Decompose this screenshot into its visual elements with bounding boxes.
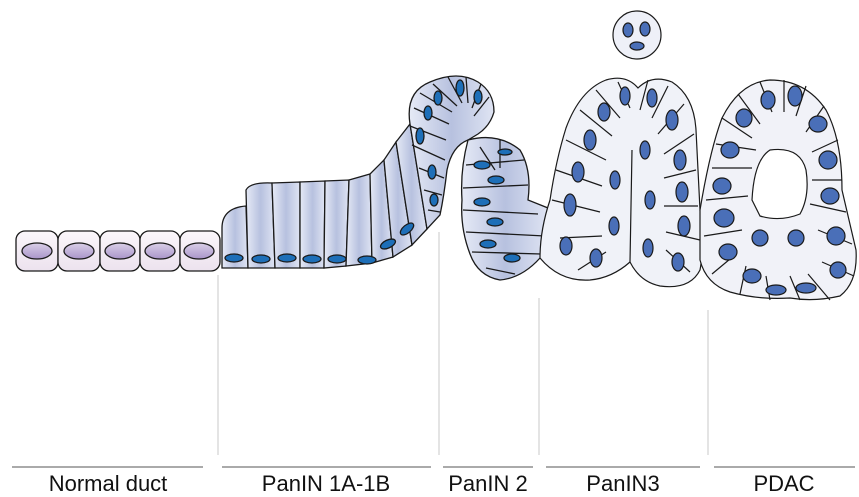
nucleus: [474, 161, 490, 169]
nucleus: [766, 285, 786, 295]
nucleus: [480, 240, 496, 248]
nucleus: [225, 254, 243, 262]
nucleus: [752, 230, 768, 246]
nucleus: [640, 22, 650, 36]
stage-labels: Normal duct PanIN 1A-1B PanIN 2 PanIN3 P…: [49, 471, 815, 496]
nucleus: [676, 182, 688, 202]
stage-label-panin-3: PanIN3: [586, 471, 659, 496]
nucleus: [504, 254, 520, 262]
nucleus: [788, 86, 802, 106]
nucleus: [830, 262, 846, 278]
nucleus: [678, 216, 690, 236]
nucleus: [623, 23, 633, 37]
detached-cell-cluster: [613, 11, 661, 59]
nucleus: [666, 110, 678, 130]
nucleus: [428, 165, 436, 179]
nucleus: [590, 249, 602, 267]
nucleus: [416, 128, 424, 144]
nucleus: [434, 91, 442, 105]
nucleus: [827, 227, 845, 245]
nucleus: [640, 141, 650, 159]
nucleus: [721, 142, 739, 158]
nucleus: [488, 176, 504, 184]
nucleus: [620, 87, 630, 105]
nucleus: [788, 230, 804, 246]
nucleus: [743, 269, 761, 283]
nucleus: [572, 162, 584, 182]
stage-label-panin-1a-1b: PanIN 1A-1B: [262, 471, 390, 496]
normal-nucleus: [105, 243, 135, 259]
nucleus: [713, 178, 731, 194]
panin-3-epithelium: [540, 11, 702, 287]
nucleus: [474, 90, 482, 104]
normal-nucleus: [145, 243, 175, 259]
nucleus: [609, 217, 619, 235]
nucleus: [456, 80, 464, 96]
nucleus: [328, 255, 346, 263]
nucleus: [647, 89, 657, 107]
normal-nucleus: [184, 243, 214, 259]
nucleus: [821, 188, 839, 204]
nucleus: [672, 253, 684, 271]
stage-label-panin-2: PanIN 2: [448, 471, 528, 496]
nucleus: [643, 239, 653, 257]
nucleus: [560, 237, 572, 255]
nucleus: [610, 171, 620, 189]
nucleus: [674, 150, 686, 170]
nucleus: [796, 283, 816, 293]
panin-1-epithelium: [222, 124, 427, 268]
pdac-gland: [700, 80, 856, 300]
nucleus: [809, 116, 827, 132]
nucleus: [252, 255, 270, 263]
stage-label-pdac: PDAC: [753, 471, 814, 496]
nucleus: [303, 255, 321, 263]
nucleus: [278, 254, 296, 262]
nucleus: [714, 209, 734, 227]
nucleus: [498, 149, 512, 155]
panin-2-epithelium: [462, 138, 549, 280]
normal-nucleus: [22, 243, 52, 259]
nucleus: [358, 256, 376, 264]
normal-duct-epithelium: [16, 231, 220, 271]
nucleus: [584, 130, 596, 150]
nucleus: [430, 194, 438, 206]
nucleus: [630, 42, 644, 50]
nucleus: [719, 244, 737, 260]
columnar-cell: [346, 174, 372, 266]
stage-label-normal-duct: Normal duct: [49, 471, 168, 496]
nucleus: [474, 198, 490, 206]
normal-nucleus: [64, 243, 94, 259]
nucleus: [819, 151, 837, 169]
nucleus: [761, 91, 775, 109]
nucleus: [736, 109, 752, 127]
nucleus: [424, 106, 432, 120]
nucleus: [487, 218, 503, 226]
nucleus: [645, 191, 655, 209]
nucleus: [564, 194, 576, 216]
nucleus: [598, 103, 610, 121]
